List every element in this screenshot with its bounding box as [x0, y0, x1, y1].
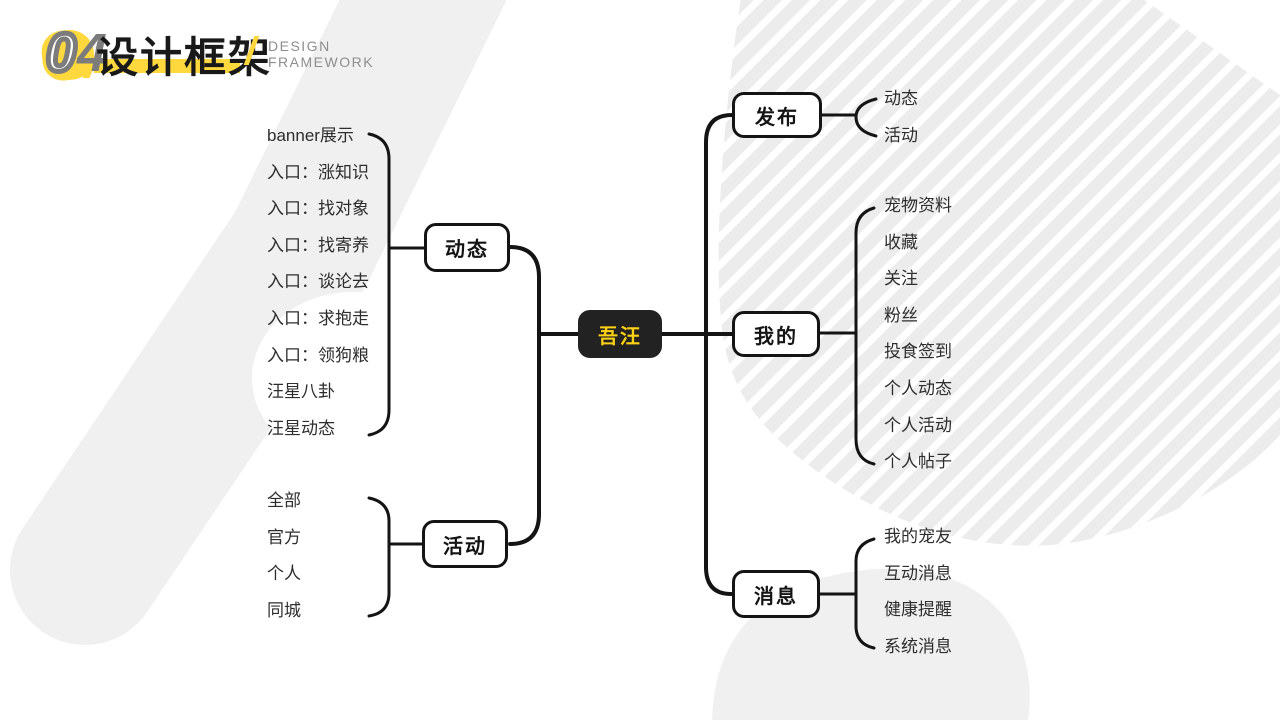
left-trunk-curve — [508, 245, 541, 546]
list-item: 我的宠友 — [884, 527, 952, 546]
list-item: 入口：求抱走 — [267, 308, 369, 328]
list-item: 入口：谈论去 — [267, 272, 369, 292]
mindmap-root-node[interactable]: 吾汪 — [578, 310, 662, 358]
list-item: 入口：涨知识 — [267, 162, 369, 182]
page-title: 设计框架 — [96, 34, 273, 81]
list-item: 汪星八卦 — [267, 382, 335, 402]
list-item: 投食签到 — [884, 342, 952, 362]
page-subtitle: DESIGN FRAMEWORK — [268, 38, 374, 70]
section-number: 04 — [43, 21, 109, 86]
gray-ribbon — [10, 0, 507, 645]
list-item: 活动 — [884, 125, 918, 145]
title-highlight-bar — [94, 59, 240, 73]
list-item: 入口：找对象 — [267, 199, 369, 219]
list-item: 粉丝 — [884, 305, 918, 325]
list-item: banner展示 — [267, 126, 354, 145]
fabu-items-bracket — [854, 97, 878, 138]
list-item: 入口：领狗粮 — [267, 345, 369, 365]
list-item: 动态 — [884, 89, 918, 108]
branch-node-wode[interactable]: 我的 — [732, 311, 820, 357]
branch-node-fabu[interactable]: 发布 — [732, 92, 822, 138]
right-trunk-curve — [704, 113, 734, 596]
list-item: 个人动态 — [884, 378, 952, 398]
list-item: 关注 — [884, 269, 918, 289]
branch-node-huodong[interactable]: 活动 — [422, 520, 508, 568]
wode-items-bracket — [854, 206, 876, 466]
list-item: 入口：找寄养 — [267, 235, 369, 255]
list-item: 收藏 — [884, 232, 918, 252]
list-item: 官方 — [267, 527, 301, 547]
slide-header: 04 设计框架 DESIGN FRAMEWORK — [0, 0, 600, 110]
dongtai-items-bracket — [367, 132, 391, 437]
huodong-items-list: 全部官方个人同城 — [267, 483, 301, 629]
dongtai-items-list: banner展示入口：涨知识入口：找对象入口：找寄养入口：谈论去入口：求抱走入口… — [267, 118, 369, 447]
huodong-items-bracket — [367, 496, 391, 618]
list-item: 汪星动态 — [267, 418, 335, 438]
list-item: 同城 — [267, 600, 301, 620]
list-item: 系统消息 — [884, 636, 952, 656]
xiaoxi-items-bracket — [854, 537, 876, 650]
list-item: 个人 — [267, 564, 301, 584]
list-item: 健康提醒 — [884, 600, 952, 620]
list-item: 互动消息 — [884, 563, 952, 583]
striped-blob — [718, 0, 1280, 546]
list-item: 宠物资料 — [884, 196, 952, 215]
xiaoxi-items-list: 我的宠友互动消息健康提醒系统消息 — [884, 519, 952, 665]
subtitle-line2: FRAMEWORK — [268, 54, 375, 70]
section-number-zero: 0 — [43, 21, 78, 86]
list-item: 个人帖子 — [884, 452, 952, 472]
list-item: 全部 — [267, 491, 301, 510]
ribbon-notch — [252, 292, 452, 464]
fabu-items-list: 动态活动 — [884, 81, 918, 154]
list-item: 个人活动 — [884, 415, 952, 435]
branch-node-xiaoxi[interactable]: 消息 — [732, 570, 820, 618]
branch-node-dongtai[interactable]: 动态 — [424, 223, 510, 272]
section-number-four: 4 — [77, 23, 109, 83]
wode-items-list: 宠物资料收藏关注粉丝投食签到个人动态个人活动个人帖子 — [884, 188, 952, 481]
subtitle-line1: DESIGN — [268, 38, 331, 54]
